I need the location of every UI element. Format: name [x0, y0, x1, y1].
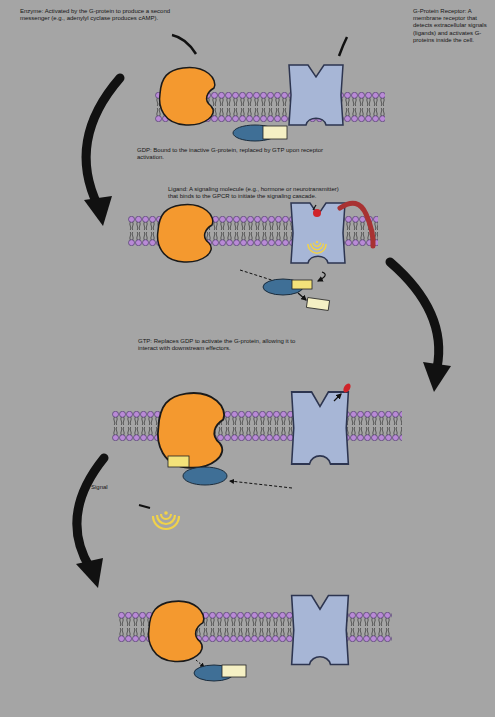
arrow-head	[76, 558, 103, 588]
small-arrow	[298, 293, 306, 300]
process-arrow	[77, 458, 104, 568]
lipid-bilayer	[112, 411, 402, 441]
leader-stroke	[139, 505, 150, 508]
leader-stroke	[172, 35, 196, 54]
dashed-arrow	[196, 660, 204, 667]
leader-stroke	[339, 37, 347, 56]
g-protein	[233, 125, 277, 141]
dashed-arrow	[240, 270, 281, 283]
lipid-bilayer	[155, 92, 385, 122]
enzyme-shape	[158, 205, 213, 262]
gtp-block	[168, 456, 189, 467]
annotation-text: Signal	[91, 484, 131, 491]
enzyme-shape	[158, 393, 224, 468]
receptor-shape	[292, 596, 349, 665]
small-arrow	[318, 272, 325, 281]
annotation-text: GTP: Replaces GDP to activate the G-prot…	[138, 338, 310, 352]
annotation-text: Ligand: A signaling molecule (e.g., horm…	[168, 186, 340, 200]
small-arrow	[334, 394, 341, 401]
gtp-block	[292, 280, 312, 289]
gdp-block	[306, 298, 329, 311]
signal-waves	[153, 511, 179, 529]
enzyme-shape	[149, 601, 204, 661]
signal-waves	[308, 241, 326, 253]
lipid-bilayer	[128, 216, 378, 246]
ligand-molecule	[342, 382, 352, 394]
gdp-block	[263, 126, 287, 139]
g-protein	[263, 279, 303, 295]
annotation-text: G-Protein Receptor: A membrane receptor …	[413, 8, 493, 44]
process-arrow	[86, 78, 120, 206]
annotation-text: Enzyme: Activated by the G-protein to pr…	[20, 8, 180, 22]
leader-stroke	[313, 205, 316, 210]
arrow-head	[423, 362, 451, 392]
annotation-text: GDP: Bound to the inactive G-protein, re…	[137, 147, 342, 161]
receptor-shape	[289, 65, 343, 125]
receptor-shape	[292, 392, 349, 464]
receptor-shape	[291, 203, 345, 263]
lipid-bilayer	[118, 612, 392, 642]
ligand-strand	[340, 203, 373, 246]
dashed-arrow	[230, 481, 292, 488]
ligand-molecule	[313, 209, 321, 217]
arrow-head	[84, 196, 112, 226]
g-protein	[183, 467, 227, 485]
g-protein	[194, 665, 234, 681]
process-arrow	[390, 262, 439, 368]
enzyme-shape	[160, 68, 215, 125]
gdp-block	[222, 665, 246, 677]
